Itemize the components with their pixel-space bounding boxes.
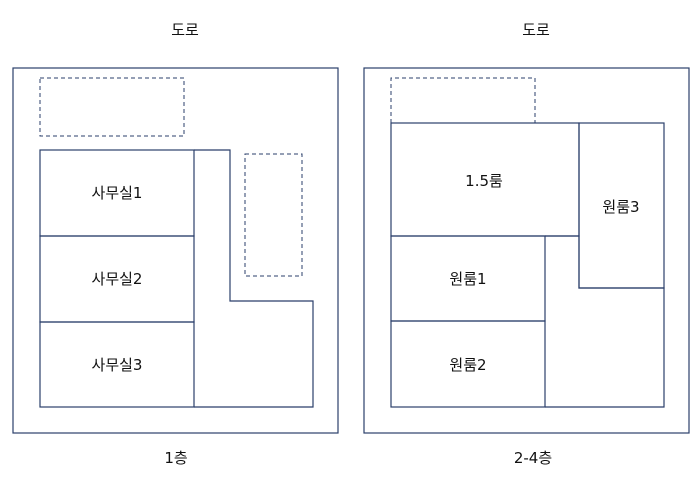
left-lot-boundary [12,67,339,434]
right-floor-label: 2-4층 [514,449,552,467]
right-floor-plan: 도로 1.5룸 원룸3 원룸1 원룸2 2-4층 [363,21,690,467]
studio-1-label: 원룸1 [449,270,486,288]
left-l-shaped-area [194,149,314,408]
studio-3-label: 원룸3 [602,198,639,216]
left-floor-plan: 도로 사무실1 사무실2 사무실3 1층 [12,21,339,467]
right-dashed-area-top [390,77,536,123]
one-half-room-label: 1.5룸 [465,172,503,190]
right-l-shaped-area [545,235,665,408]
left-dashed-area-top [39,77,185,137]
left-floor-label: 1층 [164,449,187,467]
left-road-label: 도로 [171,21,199,39]
studio-2-room [390,320,546,408]
office-3-room [39,321,195,408]
office-3-label: 사무실3 [92,356,143,374]
studio-2-label: 원룸2 [449,356,486,374]
right-lot-boundary [363,67,690,434]
left-dashed-area-right [244,153,303,277]
right-road-label: 도로 [522,21,550,39]
office-1-label: 사무실1 [92,184,143,202]
office-2-label: 사무실2 [92,270,143,288]
